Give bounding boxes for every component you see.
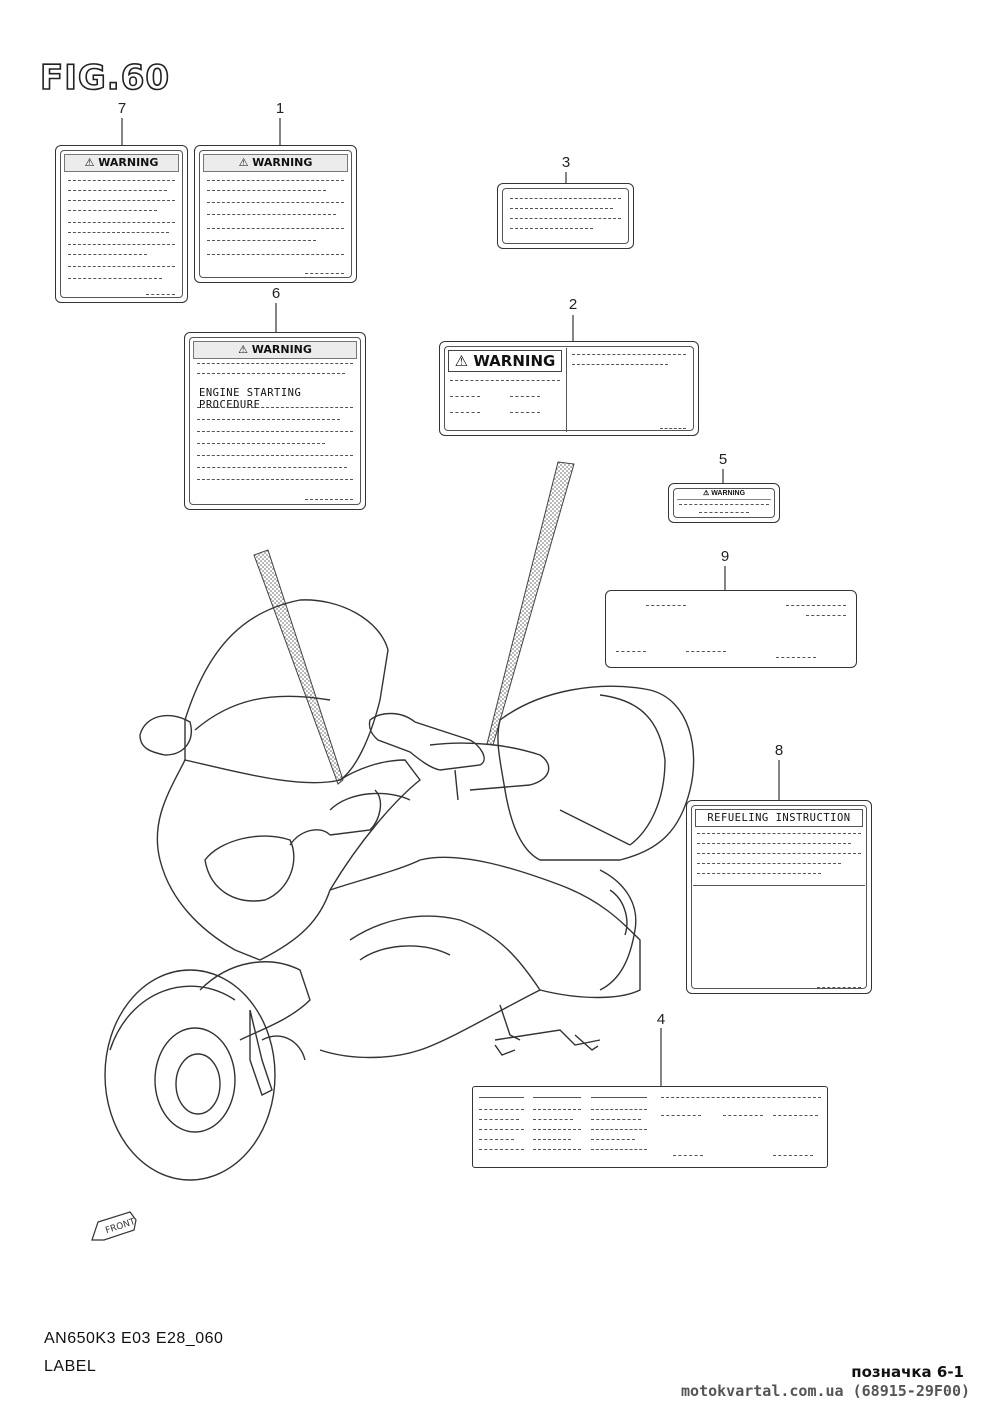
callout-9: 9 bbox=[720, 548, 730, 565]
leader-lines bbox=[121, 118, 780, 1086]
label-6-warning: ⚠ WARNING ENGINE STARTING PROCEDURE bbox=[184, 332, 366, 510]
warning-heading: ⚠ WARNING bbox=[64, 154, 179, 172]
callout-5: 5 bbox=[718, 451, 728, 468]
callout-8: 8 bbox=[774, 742, 784, 759]
footer-site[interactable]: motokvartal.com.ua (68915-29F00) bbox=[681, 1382, 970, 1400]
callout-7: 7 bbox=[117, 100, 127, 117]
footer-note: позначка 6-1 bbox=[851, 1363, 964, 1381]
front-direction-arrow: FRONT bbox=[91, 1211, 137, 1241]
engine-start-heading: ENGINE STARTING PROCEDURE bbox=[199, 387, 302, 411]
figure-title: FIG.60 bbox=[39, 57, 171, 99]
figure-name: LABEL bbox=[44, 1358, 97, 1375]
callout-4: 4 bbox=[656, 1011, 666, 1028]
label-3 bbox=[497, 183, 634, 249]
callout-1: 1 bbox=[275, 100, 285, 117]
label-8-refueling: REFUELING INSTRUCTION bbox=[686, 800, 872, 994]
label-9-diagram bbox=[605, 590, 857, 668]
label-2-warning: ⚠ WARNING bbox=[439, 341, 699, 436]
scooter-outline bbox=[104, 599, 695, 1181]
label-1-warning: ⚠ WARNING bbox=[194, 145, 357, 283]
figure-code: AN650K3 E03 E28_060 bbox=[44, 1330, 224, 1347]
warning-heading: ⚠ WARNING bbox=[677, 489, 771, 500]
label-7-warning: ⚠ WARNING bbox=[55, 145, 188, 303]
refuel-heading: REFUELING INSTRUCTION bbox=[695, 809, 863, 827]
label-5-warning: ⚠ WARNING bbox=[668, 483, 780, 523]
warning-heading: ⚠ WARNING bbox=[203, 154, 348, 172]
warning-heading: ⚠ WARNING bbox=[193, 341, 357, 359]
callout-3: 3 bbox=[561, 154, 571, 171]
callout-6: 6 bbox=[271, 285, 281, 302]
pointer-strip-left bbox=[253, 549, 344, 785]
warning-heading: ⚠ WARNING bbox=[448, 350, 562, 372]
callout-2: 2 bbox=[568, 296, 578, 313]
label-4-info bbox=[472, 1086, 828, 1168]
